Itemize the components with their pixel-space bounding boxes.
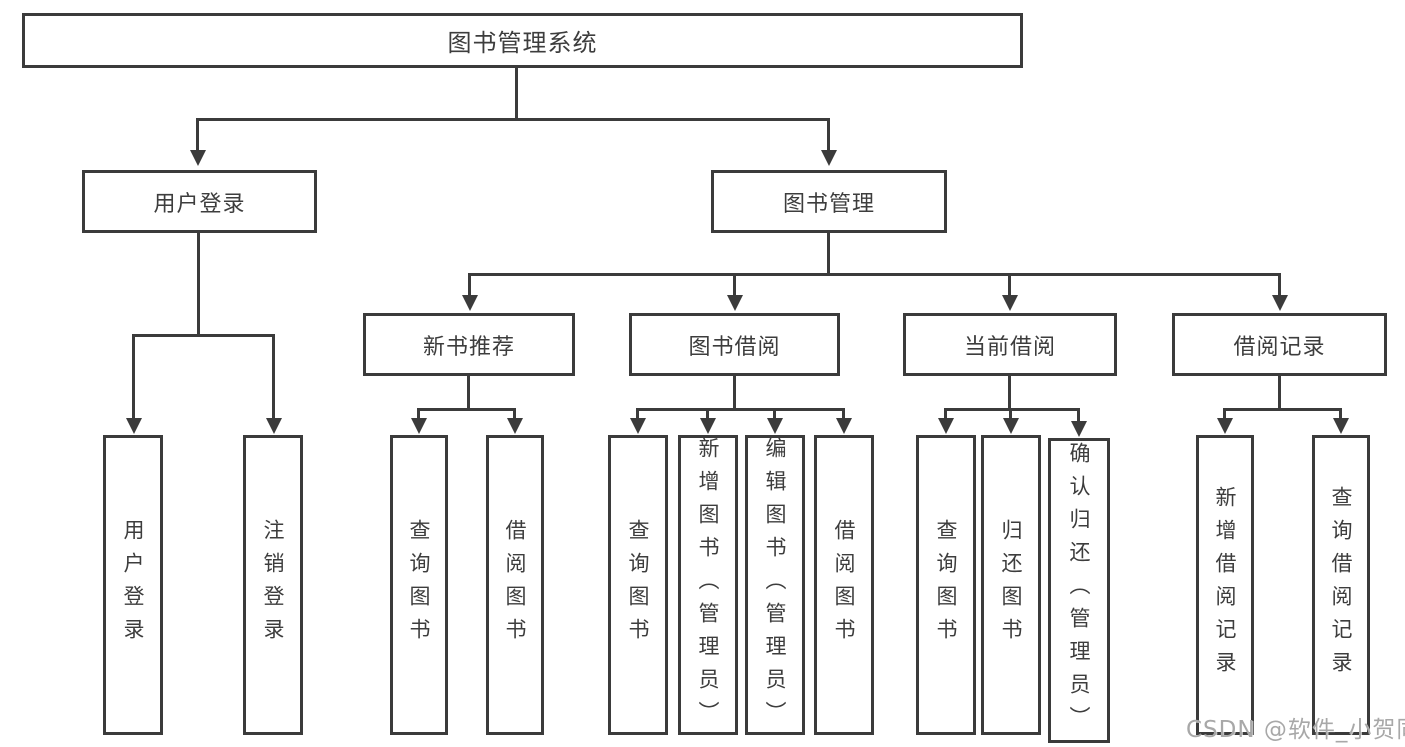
connector-book-management-rail [468, 273, 1281, 276]
arrow-to-leaf-add-borrow-record [1223, 408, 1226, 418]
connector-user-login-rail [132, 334, 275, 337]
leaf-label: 查询借阅记录 [1329, 486, 1353, 684]
leaf-label: 编辑图书（管理员） [763, 436, 787, 734]
arrow-to-leaf-add-books [706, 408, 709, 418]
leaf-query-borrow-record: 查询借阅记录 [1312, 435, 1370, 735]
leaf-logout: 注销登录 [243, 435, 303, 735]
arrow-to-current-borrow [1008, 273, 1011, 295]
connector-user-login-stem [197, 233, 200, 337]
connector-borrow-records-stem [1278, 376, 1281, 411]
arrow-to-leaf-query-books-b [636, 408, 639, 418]
node-user-login: 用户登录 [82, 170, 317, 233]
leaf-query-books-borrow: 查询图书 [608, 435, 668, 735]
leaf-label: 借阅图书 [832, 519, 856, 651]
arrow-to-leaf-borrow-books-a [513, 408, 516, 418]
leaf-borrow-books: 借阅图书 [814, 435, 874, 735]
connector-root-stem [515, 68, 518, 121]
node-book-management: 图书管理 [711, 170, 947, 233]
leaf-label: 注销登录 [261, 519, 285, 651]
node-label: 当前借阅 [963, 334, 1056, 360]
node-book-borrow: 图书借阅 [629, 313, 840, 376]
arrow-to-borrow-records [1278, 273, 1281, 295]
leaf-add-books-admin: 新增图书（管理员） [678, 435, 738, 735]
leaf-label: 借阅图书 [503, 519, 527, 651]
leaf-label: 查询图书 [407, 519, 431, 651]
arrow-to-book-borrow [733, 273, 736, 295]
connector-current-borrow-rail [944, 408, 1080, 411]
node-label: 借阅记录 [1233, 334, 1326, 360]
connector-book-borrow-rail [636, 408, 845, 411]
csdn-watermark: CSDN @软件_小贺同学 [1186, 717, 1405, 743]
node-label: 新书推荐 [422, 334, 515, 360]
arrow-to-leaf-edit-books [773, 408, 776, 418]
arrow-to-leaf-query-books-a [417, 408, 420, 418]
leaf-borrow-books-recommend: 借阅图书 [486, 435, 544, 735]
arrow-to-leaf-query-books-c [944, 408, 947, 418]
arrow-to-leaf-logout [272, 334, 275, 418]
leaf-query-books-recommend: 查询图书 [390, 435, 448, 735]
leaf-query-books-current: 查询图书 [916, 435, 976, 735]
connector-new-book-stem [467, 376, 470, 411]
node-current-borrow: 当前借阅 [903, 313, 1117, 376]
node-label: 图书借阅 [688, 334, 781, 360]
leaf-confirm-return-admin: 确认归还（管理员） [1048, 438, 1110, 743]
arrow-to-book-management [827, 118, 830, 150]
connector-current-borrow-stem [1008, 376, 1011, 411]
connector-book-management-stem [827, 233, 830, 276]
leaf-return-books: 归还图书 [981, 435, 1041, 735]
node-borrow-records: 借阅记录 [1172, 313, 1387, 376]
node-label: 用户登录 [153, 191, 246, 217]
arrow-to-new-book-recommend [468, 273, 471, 295]
leaf-label: 新增借阅记录 [1213, 486, 1237, 684]
arrow-to-leaf-confirm-return [1077, 408, 1080, 421]
connector-root-rail [196, 118, 830, 121]
connector-book-borrow-stem [733, 376, 736, 411]
arrow-to-leaf-borrow-books-b [842, 408, 845, 418]
leaf-label: 用户登录 [121, 519, 145, 651]
leaf-add-borrow-record: 新增借阅记录 [1196, 435, 1254, 735]
arrow-to-leaf-return-books [1009, 408, 1012, 418]
connector-borrow-records-rail [1223, 408, 1342, 411]
connector-new-book-rail [417, 408, 516, 411]
leaf-label: 归还图书 [999, 519, 1023, 651]
leaf-label: 新增图书（管理员） [696, 436, 720, 734]
arrow-to-leaf-query-borrow-record [1339, 408, 1342, 418]
node-label: 图书管理系统 [447, 29, 598, 57]
arrow-to-leaf-user-login [132, 334, 135, 418]
node-library-management-system: 图书管理系统 [22, 13, 1023, 68]
node-label: 图书管理 [782, 191, 875, 217]
arrow-to-user-login [196, 118, 199, 150]
leaf-label: 查询图书 [934, 519, 958, 651]
node-new-book-recommend: 新书推荐 [363, 313, 575, 376]
leaf-edit-books-admin: 编辑图书（管理员） [745, 435, 805, 735]
leaf-label: 查询图书 [626, 519, 650, 651]
leaf-user-login: 用户登录 [103, 435, 163, 735]
leaf-label: 确认归还（管理员） [1067, 442, 1091, 739]
